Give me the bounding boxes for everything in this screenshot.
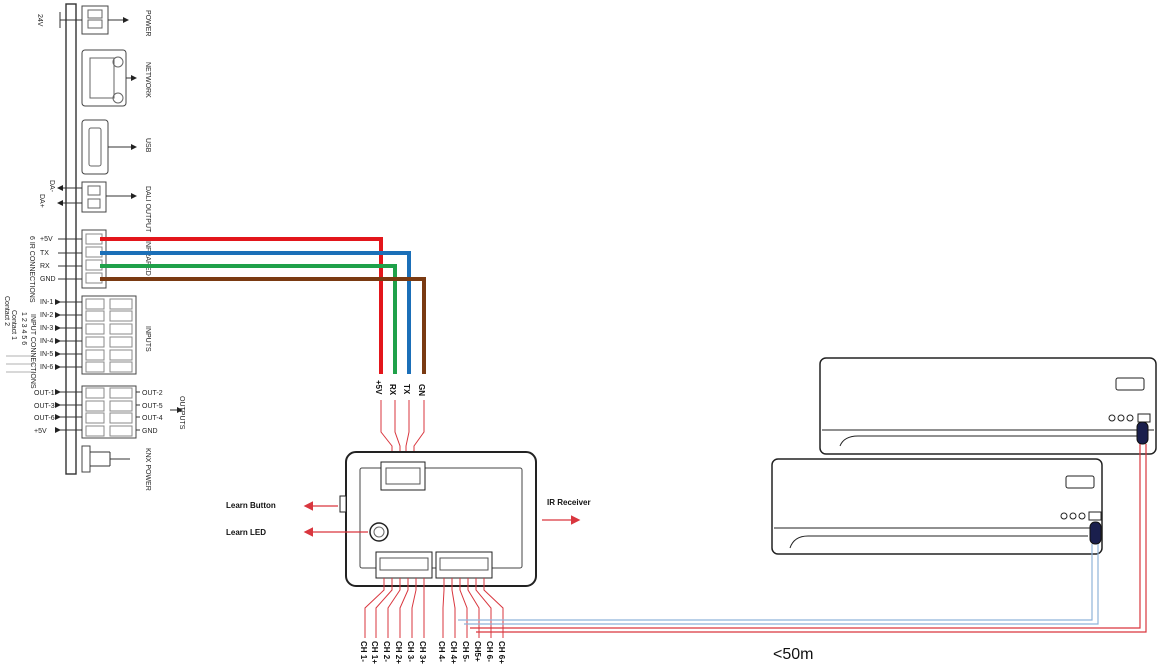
channel-lead xyxy=(467,578,480,638)
outputs-left-labels: OUT-1 OUT-3 OUT-6 +5V xyxy=(34,390,55,435)
output-label: OUT-1 xyxy=(34,390,55,397)
dali-output-label: DALI OUTPUT xyxy=(144,186,151,233)
channel-leads xyxy=(364,578,504,638)
module-top-pin-label: TX xyxy=(402,384,411,395)
air-conditioner-front xyxy=(771,458,1103,555)
channel-lead xyxy=(442,578,445,638)
ir-receiver-label: IR Receiver xyxy=(547,498,591,507)
module-top-pin-label: GN xyxy=(417,384,426,396)
output-label: OUT-4 xyxy=(142,415,163,422)
channel-label: CH 5- xyxy=(461,641,470,662)
input-label: IN-6 xyxy=(40,364,53,371)
controller-panel: POWER 24V NETWORK USB DALI OUT xyxy=(3,3,185,491)
wire-gnd xyxy=(100,277,426,374)
ir-pin-labels: +5V TX RX GND xyxy=(40,236,56,283)
power-voltage-label: 24V xyxy=(36,14,43,27)
emitter-cables xyxy=(458,444,1147,633)
channel-lead xyxy=(459,578,468,638)
knx-power-label: KNX POWER xyxy=(144,448,151,491)
wire-tx xyxy=(100,251,411,374)
output-label: OUT-2 xyxy=(142,390,163,397)
channel-label: CH 2+ xyxy=(394,641,403,664)
infrared-port: INFRARED 6 IR CONNECTIONS +5V TX RX GND xyxy=(28,229,151,303)
contact-1-label: Contact 1 xyxy=(10,310,17,340)
output-label: GND xyxy=(142,428,158,435)
infrared-label: INFRARED xyxy=(144,240,151,276)
ir-module xyxy=(339,451,537,587)
output-label: OUT-5 xyxy=(142,403,163,410)
learn-button-shape xyxy=(339,495,347,513)
channel-lead xyxy=(475,578,492,638)
da-plus-label: DA+ xyxy=(38,194,45,208)
air-conditioner-rear xyxy=(819,357,1157,455)
channel-label: CH 3- xyxy=(406,641,415,662)
channel-lead xyxy=(483,578,504,638)
ir-emitter-rear xyxy=(1136,421,1149,445)
channel-label: CH 4+ xyxy=(449,641,458,664)
channel-lead xyxy=(375,578,393,638)
input-numbers: 1 2 3 4 5 6 xyxy=(20,312,27,345)
ir-pin-label: RX xyxy=(40,263,50,270)
output-label: OUT-6 xyxy=(34,415,55,422)
outputs-right-labels: OUT-2 OUT-4 OUT-5 GND xyxy=(142,390,163,435)
controller-module-wires xyxy=(100,237,426,374)
outputs-port: OUTPUTS OUT-1 OUT-3 OUT-6 +5V OUT-2 OUT-… xyxy=(34,385,185,439)
module-top-pin-label: RX xyxy=(388,384,397,396)
contact-2-label: Contact 2 xyxy=(3,296,10,326)
ir-emitter-front xyxy=(1089,521,1102,545)
learn-led-shape xyxy=(369,522,389,542)
channel-label: CH 1+ xyxy=(370,641,379,664)
network-label: NETWORK xyxy=(144,62,151,98)
learn-button-label: Learn Button xyxy=(226,501,276,510)
input-connections-label: INPUT CONNECTIONS xyxy=(29,314,36,389)
ir-pin-label: GND xyxy=(40,276,56,283)
channel-labels: CH 1- CH 1+ CH 2- CH 2+ CH 3- CH 3+ CH 4… xyxy=(359,641,506,664)
module-top-pin-label: +5V xyxy=(374,380,383,395)
ir-pin-label: TX xyxy=(40,250,49,257)
distance-label: <50m xyxy=(773,646,813,663)
module-top-pin-labels: +5V RX TX GN xyxy=(374,380,426,396)
channel-label: CH 3+ xyxy=(418,641,427,664)
usb-label: USB xyxy=(144,138,151,153)
input-labels: IN-1 IN-2 IN-3 IN-4 IN-5 IN-6 xyxy=(40,299,53,371)
wire-rx xyxy=(100,264,397,374)
inputs-port: INPUTS IN-1 IN-2 IN-3 IN-4 IN-5 IN-6 INP… xyxy=(3,295,151,389)
channel-lead xyxy=(387,578,401,638)
usb-port: USB xyxy=(81,119,151,175)
power-port: POWER 24V xyxy=(36,5,151,36)
ir-pin-label: +5V xyxy=(40,236,53,243)
channel-lead xyxy=(411,578,417,638)
output-label: OUT-3 xyxy=(34,403,55,410)
input-label: IN-3 xyxy=(40,325,53,332)
knx-power-port: KNX POWER xyxy=(81,445,151,491)
module-callouts: Learn Button Learn LED IR Receiver xyxy=(226,498,591,537)
channel-lead xyxy=(399,578,409,638)
input-label: IN-5 xyxy=(40,351,53,358)
learn-led-label: Learn LED xyxy=(226,528,266,537)
channel-label: CH 2- xyxy=(382,641,391,662)
dali-output-port: DALI OUTPUT DA- DA+ xyxy=(38,180,151,233)
da-minus-label: DA- xyxy=(48,180,55,193)
network-port: NETWORK xyxy=(81,49,151,107)
input-label: IN-2 xyxy=(40,312,53,319)
inputs-label: INPUTS xyxy=(144,326,151,352)
outputs-label: OUTPUTS xyxy=(178,396,185,430)
channel-label: CH 6- xyxy=(485,641,494,662)
channel-label: CH 4- xyxy=(437,641,446,662)
channel-label: CH5+ xyxy=(473,641,482,662)
input-label: IN-1 xyxy=(40,299,53,306)
wire-plus5v xyxy=(100,237,383,374)
ir-connections-label: 6 IR CONNECTIONS xyxy=(28,236,35,303)
channel-lead xyxy=(451,578,456,638)
output-label: +5V xyxy=(34,428,47,435)
channel-label: CH 6+ xyxy=(497,641,506,664)
channel-lead xyxy=(364,578,385,638)
input-label: IN-4 xyxy=(40,338,53,345)
channel-label: CH 1- xyxy=(359,641,368,662)
power-label: POWER xyxy=(144,10,151,36)
